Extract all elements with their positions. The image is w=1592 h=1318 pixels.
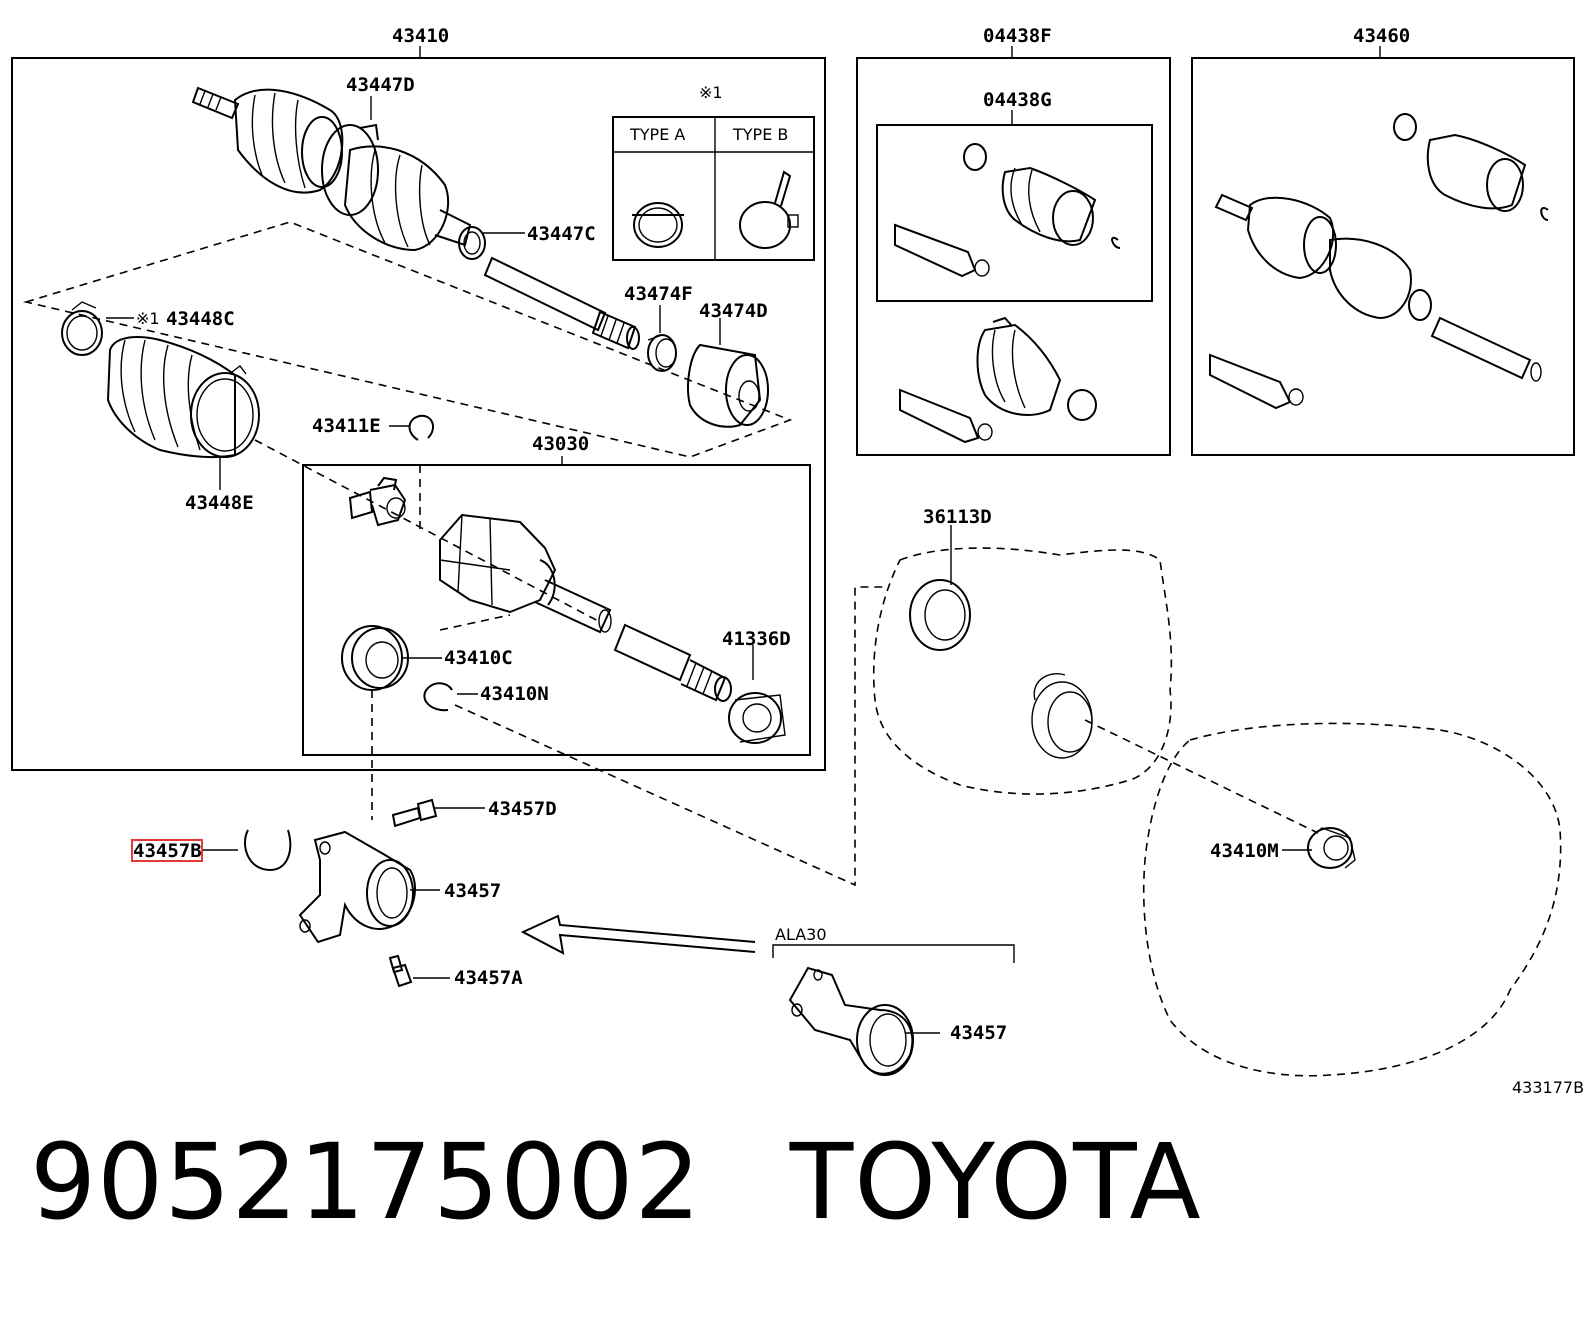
drive-shaft-assembly-icon — [191, 86, 640, 350]
clamp-type-a-icon — [632, 202, 684, 248]
label-43410c: 43410C — [444, 647, 513, 669]
tripod-joint-icon — [348, 476, 407, 527]
label-43030: 43030 — [532, 433, 589, 455]
label-43474f: 43474F — [624, 283, 693, 305]
inboard-joint-icon — [439, 513, 732, 702]
label-43474d: 43474D — [699, 300, 768, 322]
label-43460: 43460 — [1353, 25, 1410, 47]
bolt-43457a-icon — [388, 954, 413, 988]
label-43457-ala30: 43457 — [950, 1022, 1007, 1044]
label-43457: 43457 — [444, 880, 501, 902]
label-43457b: 43457B — [133, 840, 202, 862]
arrow-icon — [520, 914, 756, 955]
label-43411e: 43411E — [312, 415, 381, 437]
label-ala30: ALA30 — [775, 925, 827, 944]
boot-43448e-icon — [106, 336, 260, 459]
frame-43030 — [302, 464, 811, 756]
bearing-43410c-icon — [341, 625, 409, 691]
label-43410m: 43410M — [1210, 840, 1279, 862]
label-note1-b: ※1 — [136, 309, 160, 328]
frame-43460 — [1191, 57, 1575, 456]
brand-name: TOYOTA — [789, 1121, 1202, 1243]
damper-43474d-icon — [687, 343, 769, 428]
clamp-type-b-icon — [739, 170, 799, 249]
transaxle-housing-icon — [872, 547, 1173, 795]
bracket-43457-icon — [298, 830, 416, 944]
snap-ring-43411e-icon — [408, 414, 435, 441]
label-43447c: 43447C — [527, 223, 596, 245]
label-43410n: 43410N — [480, 683, 549, 705]
clamp-43448c-icon — [61, 301, 103, 356]
label-41336d: 41336D — [722, 628, 791, 650]
dashed-guides — [22, 221, 1319, 887]
transaxle-housing-2-icon — [1142, 722, 1562, 1077]
label-04438g: 04438G — [983, 89, 1052, 111]
bolt-43457d-icon — [391, 798, 438, 828]
label-36113d: 36113D — [923, 506, 992, 528]
seal-41336d-icon — [728, 692, 786, 744]
boot-kit-04438g-icon — [894, 143, 1121, 278]
label-04438f: 04438F — [983, 25, 1052, 47]
clamp-type-table — [612, 116, 815, 261]
label-43447d: 43447D — [346, 74, 415, 96]
frame-04438F — [856, 57, 1171, 456]
drive-shaft-43460-icon — [1209, 113, 1549, 410]
highlight-43457b[interactable]: 43457B — [131, 839, 203, 862]
label-43410: 43410 — [392, 25, 449, 47]
label-type-a: TYPE A — [629, 125, 685, 144]
leader-lines — [106, 46, 1381, 1034]
clip-43410n-icon — [423, 682, 453, 712]
label-43457a: 43457A — [454, 967, 523, 989]
label-43457d: 43457D — [488, 798, 557, 820]
ring-43474f-icon — [647, 334, 677, 372]
frame-43410 — [11, 57, 826, 771]
label-type-b: TYPE B — [732, 125, 788, 144]
part-number: 9052175002 — [30, 1121, 702, 1243]
frame-04438G — [876, 124, 1153, 302]
clip-43457b-icon — [244, 829, 292, 872]
label-note1: ※1 — [699, 83, 723, 102]
diagram-reference: 433177B — [1512, 1078, 1584, 1097]
ala30-bracket-group — [772, 944, 1015, 1076]
label-43448c: 43448C — [166, 308, 235, 330]
label-43448e: 43448E — [185, 492, 254, 514]
boot-kit-04438f-icon — [899, 316, 1097, 444]
